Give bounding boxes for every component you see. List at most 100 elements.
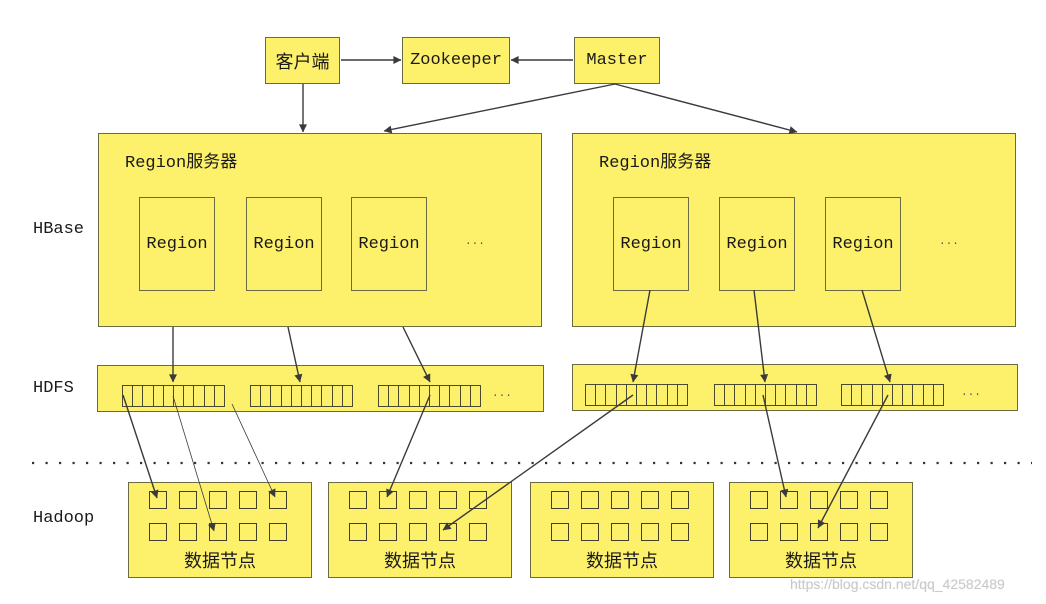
hdfs-box: ...	[97, 365, 544, 412]
hdfs-block-cell	[133, 386, 144, 406]
data-block	[551, 491, 569, 509]
hdfs-block-cell	[797, 385, 807, 405]
client-box: 客户端	[265, 37, 340, 84]
hdfs-block-cell	[766, 385, 777, 405]
data-node-box: 数据节点	[328, 482, 512, 578]
data-block	[641, 491, 659, 509]
data-block	[209, 491, 227, 509]
data-node-label: 数据节点	[384, 551, 456, 572]
region-server-box: Region服务器 Region Region Region ...	[572, 133, 1016, 327]
data-block	[209, 523, 227, 541]
hdfs-block-cell	[862, 385, 873, 405]
hdfs-block-cell	[282, 386, 292, 406]
data-block	[611, 523, 629, 541]
hdfs-block-cell	[450, 386, 461, 406]
hdfs-block-cell	[678, 385, 687, 405]
more-blocks-ellipsis: ...	[961, 387, 981, 399]
zookeeper-box: Zookeeper	[402, 37, 510, 84]
region-server-box: Region服务器 Region Region Region ...	[98, 133, 542, 327]
data-block	[439, 491, 457, 509]
data-block	[870, 491, 888, 509]
more-blocks-ellipsis: ...	[492, 388, 512, 400]
hdfs-block-cell	[251, 386, 262, 406]
hdfs-block-cell	[852, 385, 863, 405]
hdfs-block-cell	[596, 385, 607, 405]
data-block	[750, 523, 768, 541]
hdfs-block-cell	[164, 386, 175, 406]
watermark: https://blog.csdn.net/qq_42582489	[790, 576, 1005, 592]
hdfs-file-blocks	[841, 384, 944, 406]
data-block	[750, 491, 768, 509]
hdfs-block-cell	[461, 386, 471, 406]
data-block	[671, 491, 689, 509]
data-block	[870, 523, 888, 541]
data-block	[179, 491, 197, 509]
hdfs-block-cell	[322, 386, 333, 406]
data-block	[149, 523, 167, 541]
data-block	[239, 491, 257, 509]
data-block	[551, 523, 569, 541]
hdfs-block-cell	[343, 386, 352, 406]
hdfs-block-cell	[842, 385, 853, 405]
region-box: Region	[246, 197, 322, 291]
hdfs-block-cell	[174, 386, 185, 406]
data-block	[581, 491, 599, 509]
hdfs-block-cell	[873, 385, 883, 405]
data-block	[269, 523, 287, 541]
data-block	[409, 491, 427, 509]
hdfs-block-cell	[606, 385, 617, 405]
data-block	[840, 523, 858, 541]
hdfs-block-cell	[934, 385, 943, 405]
region-box: Region	[825, 197, 901, 291]
data-node-box: 数据节点	[128, 482, 312, 578]
hdfs-block-cell	[440, 386, 451, 406]
data-block	[641, 523, 659, 541]
more-regions-ellipsis: ...	[465, 236, 485, 248]
hdfs-block-cell	[715, 385, 726, 405]
hdfs-block-cell	[154, 386, 164, 406]
hdfs-block-cell	[883, 385, 894, 405]
arrow-master-to-region-server	[383, 83, 616, 134]
hdfs-block-cell	[184, 386, 195, 406]
hdfs-block-cell	[586, 385, 597, 405]
data-block	[780, 523, 798, 541]
hdfs-block-cell	[215, 386, 224, 406]
data-block	[469, 523, 487, 541]
data-node-label: 数据节点	[184, 551, 256, 572]
hdfs-block-cell	[123, 386, 134, 406]
hdfs-file-blocks	[122, 385, 225, 407]
region-server-title: Region服务器	[599, 154, 712, 173]
hdfs-block-cell	[261, 386, 272, 406]
region-box: Region	[139, 197, 215, 291]
hdfs-block-cell	[776, 385, 787, 405]
data-block	[409, 523, 427, 541]
hdfs-block-cell	[379, 386, 390, 406]
data-block	[469, 491, 487, 509]
hdfs-file-blocks	[714, 384, 817, 406]
hdfs-block-cell	[430, 386, 441, 406]
hdfs-box: ...	[572, 364, 1018, 411]
hdfs-block-cell	[657, 385, 668, 405]
data-block	[179, 523, 197, 541]
region-label: Region	[832, 234, 894, 254]
data-block	[269, 491, 287, 509]
region-label: Region	[726, 234, 788, 254]
hdfs-block-cell	[647, 385, 658, 405]
hdfs-block-cell	[735, 385, 746, 405]
hdfs-block-cell	[913, 385, 924, 405]
hdfs-block-cell	[627, 385, 638, 405]
data-block	[349, 523, 367, 541]
region-box: Region	[719, 197, 795, 291]
data-block	[611, 491, 629, 509]
hdfs-block-cell	[471, 386, 480, 406]
hbase-layer-label: HBase	[33, 220, 85, 239]
data-node-label: 数据节点	[586, 551, 658, 572]
hdfs-block-cell	[756, 385, 767, 405]
data-block	[379, 491, 397, 509]
hdfs-block-cell	[194, 386, 205, 406]
hdfs-block-cell	[924, 385, 934, 405]
data-block	[439, 523, 457, 541]
data-block	[840, 491, 858, 509]
hdfs-block-cell	[410, 386, 420, 406]
hdfs-block-cell	[786, 385, 797, 405]
